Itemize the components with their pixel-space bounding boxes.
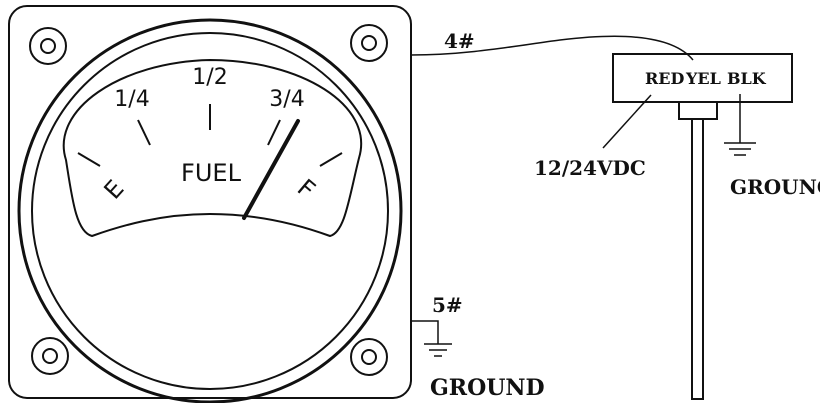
sender-pin-yel: YEL [685,69,721,88]
sender-ground-symbol [724,94,756,156]
scale-label-empty: E [99,175,130,205]
screw-bottom-left [31,337,69,375]
gauge-face-ring [31,32,389,390]
tick-empty [77,152,101,167]
gauge-tick-marks [77,104,343,167]
terminal-4-label: 4# [444,29,475,53]
scale-label-half: 1/2 [192,65,227,90]
fuel-sender: RED YEL BLK [612,53,793,400]
gauge-bezel-square [8,5,412,399]
gauge-dial-window [62,58,362,238]
gauge-title: FUEL [181,159,242,187]
scale-label-quarter: 1/4 [114,87,149,112]
gauge-ground-label: GROUND [430,375,545,401]
screw-bottom-right [350,338,388,376]
screw-top-left [29,27,67,65]
tick-three-quarter [267,119,281,146]
signal-wire-4 [410,35,694,61]
supply-wire [602,94,652,149]
sender-pin-red: RED [645,69,684,88]
tick-quarter [137,119,151,146]
sender-tube [691,118,704,400]
sender-ground-label: GROUNG [730,175,820,199]
terminal-5-label: 5# [432,293,463,317]
gauge-bezel-outer-ring [17,18,403,403]
sender-pin-blk: BLK [727,69,767,88]
mounting-screws [29,24,388,376]
scale-label-three-quarter: 3/4 [269,87,304,112]
scale-label-full: F [292,174,321,204]
gauge-housing [8,5,412,403]
screw-top-right [350,24,388,62]
sender-collar [678,101,718,120]
gauge-ground-symbol [411,320,452,357]
gauge-needle [242,119,300,220]
supply-voltage-label: 12/24VDC [534,156,646,180]
tick-full [319,152,343,167]
